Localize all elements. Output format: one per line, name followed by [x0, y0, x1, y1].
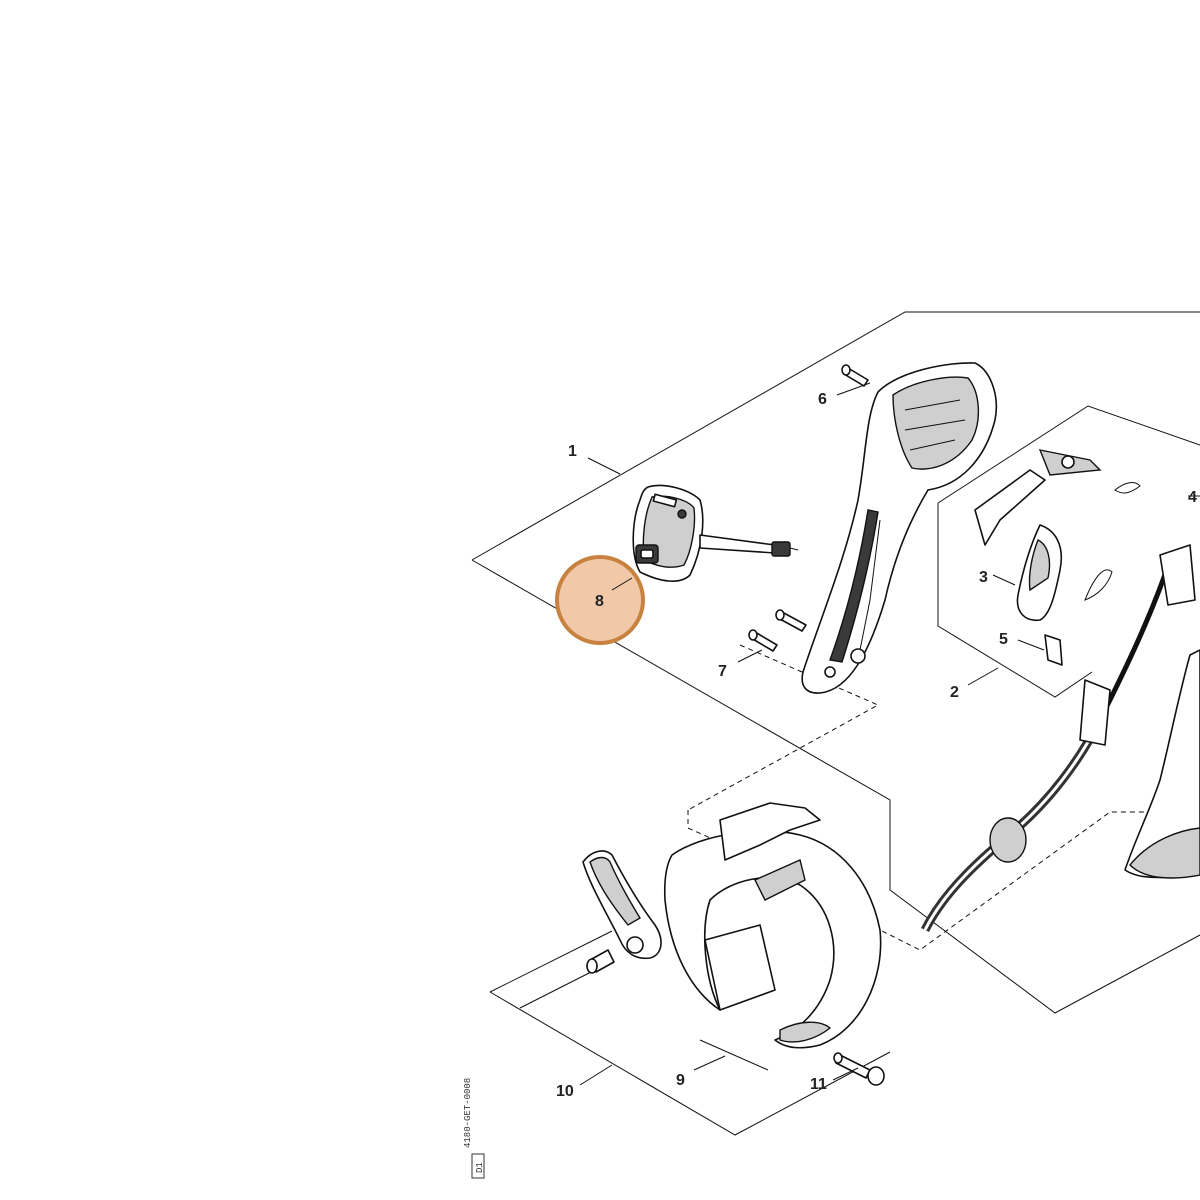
- drawing-code: 4180-GET-0008 D1: [463, 1078, 485, 1179]
- part-label-6[interactable]: 6: [818, 391, 827, 408]
- part-label-10[interactable]: 10: [556, 1083, 574, 1100]
- screws-7: [748, 609, 807, 652]
- part-label-4[interactable]: 4: [1188, 489, 1197, 506]
- spring-parts: [1084, 482, 1141, 601]
- part-label-8[interactable]: 8: [595, 593, 604, 610]
- part-labels: 1 2 3 4 5 6 7 8 9 10 11: [556, 391, 1197, 1100]
- clamp-9: [663, 802, 882, 1049]
- leader-lines: [579, 382, 1200, 1086]
- highlight-marker-8[interactable]: [555, 555, 645, 645]
- part-label-9[interactable]: 9: [676, 1072, 685, 1089]
- drawing-tag-text: D1: [475, 1162, 485, 1173]
- assembly-frame-9: [699, 1039, 769, 1071]
- handle-tube: [1124, 649, 1200, 879]
- trigger-3: [1016, 524, 1062, 621]
- part-label-11[interactable]: 11: [810, 1076, 827, 1093]
- part-label-2[interactable]: 2: [950, 684, 959, 701]
- part-label-7[interactable]: 7: [718, 663, 727, 680]
- lever-group-2: [974, 449, 1102, 546]
- cable-harness: [920, 544, 1196, 933]
- assembly-frame-2: [937, 405, 1200, 698]
- screw-11: [833, 1052, 885, 1086]
- handle-body: [801, 362, 998, 694]
- part-label-5[interactable]: 5: [999, 631, 1008, 648]
- part-label-1[interactable]: 1: [568, 443, 577, 460]
- screw-6: [841, 364, 869, 387]
- drawing-code-text: 4180-GET-0008: [463, 1078, 473, 1148]
- highlight-leader: [611, 577, 633, 591]
- lever-10: [582, 850, 662, 974]
- assembly-frame-10: [489, 930, 891, 1136]
- switch-8: [632, 484, 799, 582]
- assembly-frame-1: [471, 311, 1200, 1014]
- part-label-3[interactable]: 3: [979, 569, 988, 586]
- latch-5: [1044, 634, 1063, 666]
